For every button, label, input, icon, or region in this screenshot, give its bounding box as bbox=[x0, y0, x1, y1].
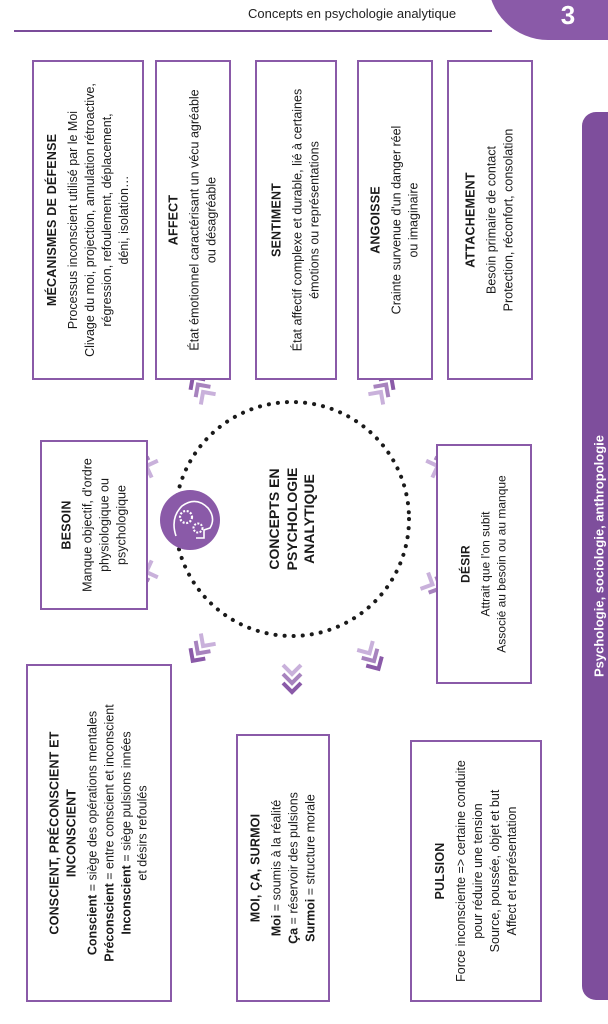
box-line: pour réduire une tension bbox=[470, 803, 485, 939]
box-line: émotions ou représentations bbox=[307, 141, 322, 299]
brain-gears-icon bbox=[160, 490, 220, 550]
box-moi-ca-surmoi: MOI, ÇA, SURMOI Moi = soumis à la réalit… bbox=[236, 734, 330, 1002]
box-line: et désirs refoulés bbox=[135, 785, 150, 881]
box-line: Crainte survenue d'un danger réel bbox=[389, 125, 404, 315]
box-row: Inconscient = siège pulsions innées bbox=[118, 668, 135, 998]
term: Moi bbox=[269, 914, 284, 937]
chapter-number: 3 bbox=[560, 0, 576, 30]
term: Conscient bbox=[85, 894, 100, 956]
box-affect: AFFECT État émotionnel caractérisant un … bbox=[155, 60, 231, 380]
center-title-line-3: ANALYTIQUE bbox=[300, 474, 317, 564]
box-line: déni, isolation… bbox=[116, 175, 131, 265]
box-line: Besoin primaire de contact bbox=[484, 146, 499, 294]
definition: = structure morale bbox=[302, 794, 317, 899]
page-header-title: Concepts en psychologie analytique bbox=[248, 6, 457, 21]
center-title-line-2: PSYCHOLOGIE bbox=[283, 467, 300, 571]
box-line: ou désagréable bbox=[204, 176, 219, 264]
box-title: PULSION bbox=[432, 842, 447, 900]
dotted-circle bbox=[173, 400, 411, 638]
definition: = soumis à la réalité bbox=[269, 799, 284, 915]
box-sentiment: SENTIMENT État affectif complexe et dura… bbox=[255, 60, 337, 380]
box-line: Manque objectif, d'ordre bbox=[80, 458, 95, 592]
box-line: Affect et représentation bbox=[504, 806, 519, 936]
box-line: physiologique ou bbox=[97, 478, 111, 572]
term: Surmoi bbox=[302, 898, 317, 942]
definition: = siège des opérations mentales bbox=[85, 710, 100, 895]
box-row: Conscient = siège des opérations mentale… bbox=[84, 668, 101, 998]
box-line: Associé au besoin ou au manque bbox=[495, 475, 510, 653]
center-title-line-1: CONCEPTS EN bbox=[265, 468, 282, 570]
box-attachement: ATTACHEMENT Besoin primaire de contact P… bbox=[447, 60, 533, 380]
radial-arrow-icon bbox=[281, 663, 303, 695]
box-line: État émotionnel caractérisant un vécu ag… bbox=[187, 89, 202, 351]
box-line: psychologique bbox=[113, 485, 128, 565]
box-pulsion: PULSION Force inconsciente => certaine c… bbox=[410, 740, 542, 1002]
box-title: CONSCIENT, PRÉCONSCIENT ET INCONSCIENT bbox=[47, 731, 79, 935]
side-tab bbox=[582, 112, 608, 1000]
box-row: Ça = réservoir des pulsions bbox=[285, 738, 302, 998]
box-title: MÉCANISMES DE DÉFENSE bbox=[44, 133, 59, 307]
definition: = entre conscient et inconscient bbox=[102, 704, 116, 884]
term: Inconscient bbox=[118, 865, 133, 935]
box-conscient-preconscient-inconscient: CONSCIENT, PRÉCONSCIENT ET INCONSCIENT C… bbox=[26, 664, 172, 1002]
term: Ça bbox=[286, 927, 300, 944]
box-besoin: BESOIN Manque objectif, d'ordre physiolo… bbox=[40, 440, 148, 610]
box-row: Préconscient = entre conscient et incons… bbox=[101, 668, 118, 998]
box-line: ou imaginaire bbox=[406, 182, 421, 258]
header-rule bbox=[14, 30, 492, 32]
box-desir: DÉSIR Attrait que l'on subit Associé au … bbox=[436, 444, 532, 684]
center-title: CONCEPTS EN PSYCHOLOGIE ANALYTIQUE bbox=[266, 468, 319, 571]
box-title: BESOIN bbox=[59, 500, 74, 550]
box-title: ANGOISSE bbox=[368, 186, 383, 254]
box-line: Force inconsciente => certaine conduite bbox=[453, 760, 468, 982]
box-line: État affectif complexe et durable, lié à… bbox=[290, 88, 305, 352]
box-line: Source, poussée, objet et but bbox=[487, 789, 502, 953]
box-title: ATTACHEMENT bbox=[463, 172, 478, 268]
box-title: MOI, ÇA, SURMOI bbox=[248, 813, 263, 923]
box-line: Attrait que l'on subit bbox=[478, 511, 493, 617]
box-row: Surmoi = structure morale bbox=[302, 738, 319, 998]
box-row: Moi = soumis à la réalité bbox=[268, 738, 285, 998]
definition: = siège pulsions innées bbox=[118, 731, 133, 866]
box-line: régression, refoulement, déplacement, bbox=[99, 113, 114, 327]
box-line: Clivage du moi, projection, annulation r… bbox=[82, 83, 97, 357]
radial-arrow-icon bbox=[188, 633, 216, 664]
box-line: Protection, réconfort, consolation bbox=[501, 128, 516, 312]
box-title: DÉSIR bbox=[458, 545, 473, 583]
box-mecanismes-de-defense: MÉCANISMES DE DÉFENSE Processus inconsci… bbox=[32, 60, 144, 380]
radial-arrow-icon bbox=[356, 640, 384, 672]
box-title: SENTIMENT bbox=[269, 182, 284, 258]
box-title: AFFECT bbox=[166, 194, 181, 246]
box-line: Processus inconscient utilisé par le Moi bbox=[65, 110, 80, 330]
definition: = réservoir des pulsions bbox=[286, 792, 300, 928]
term: Préconscient bbox=[102, 883, 116, 962]
box-angoisse: ANGOISSE Crainte survenue d'un danger ré… bbox=[357, 60, 433, 380]
